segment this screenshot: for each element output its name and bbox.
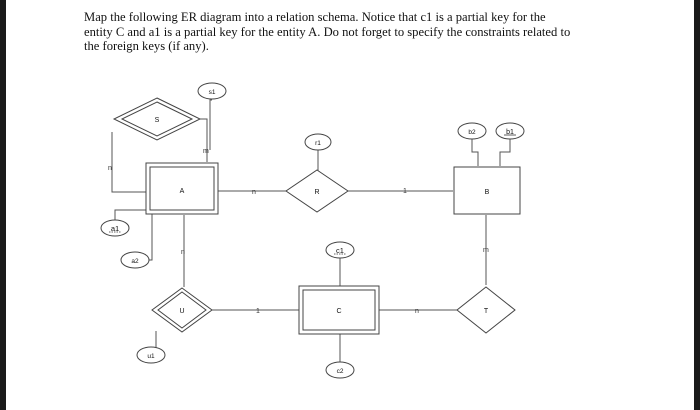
label-b: B	[485, 189, 490, 196]
right-border	[694, 0, 700, 410]
label-r1: r1	[315, 140, 321, 147]
attribute-a2	[120, 251, 150, 269]
card-a-u: n	[181, 249, 185, 256]
s-to-a-line	[111, 132, 150, 193]
relationship-r-diamond	[285, 169, 349, 213]
card-b-t: m	[483, 247, 489, 254]
attribute-s1	[197, 82, 227, 100]
label-t: T	[484, 308, 489, 315]
s1-connector	[209, 99, 212, 150]
label-s: S	[155, 117, 160, 124]
label-s1: s1	[209, 89, 216, 96]
label-a1: a1	[111, 224, 119, 233]
card-s-n: n	[108, 165, 112, 172]
card-u-c: 1	[256, 308, 260, 315]
label-a: A	[180, 188, 185, 195]
question-text: Map the following ER diagram into a rela…	[84, 10, 571, 54]
card-c-t: n	[415, 308, 419, 315]
label-b1: b1	[506, 129, 514, 136]
entity-a-inner	[149, 166, 215, 211]
attribute-a1	[100, 219, 130, 237]
label-c1: c1	[336, 246, 344, 255]
label-b2: b2	[468, 129, 476, 136]
attribute-c2	[325, 361, 355, 379]
left-border	[0, 0, 6, 410]
attribute-r1	[304, 133, 332, 151]
attribute-c1	[325, 241, 355, 259]
label-c2: c2	[337, 368, 344, 375]
label-u: U	[179, 308, 184, 315]
relationship-t-diamond	[456, 286, 516, 334]
label-u1: u1	[147, 353, 155, 360]
label-c: C	[336, 308, 341, 315]
entity-b	[453, 166, 521, 215]
card-r-a: n	[252, 189, 256, 196]
label-r: R	[314, 189, 319, 196]
b2-connector	[471, 139, 479, 166]
relationship-u-diamond-inner	[157, 291, 207, 329]
attribute-u1	[136, 346, 166, 364]
card-r-b: 1	[403, 188, 407, 195]
label-a2: a2	[131, 258, 139, 265]
s-to-a-line-m	[199, 118, 208, 162]
attribute-b1	[495, 122, 525, 140]
entity-c-inner	[302, 289, 376, 331]
card-s-m: m	[203, 148, 209, 155]
attribute-b2	[457, 122, 487, 140]
b1-connector	[499, 139, 511, 166]
relationship-s-diamond-inner	[120, 101, 194, 137]
a2-connector	[143, 214, 153, 261]
